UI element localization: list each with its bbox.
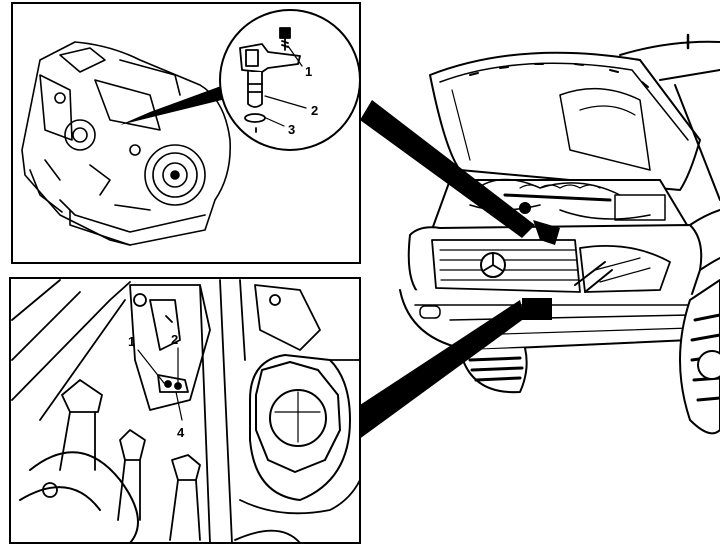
pointer-beam-upper xyxy=(360,100,560,245)
bottom-inset-panel: 1 2 4 xyxy=(9,277,361,544)
callout-1-top: 1 xyxy=(305,64,312,79)
target-marker-upper xyxy=(574,261,613,293)
transmission-unit xyxy=(21,41,232,246)
engine-bay xyxy=(429,178,691,236)
callout-3-top: 3 xyxy=(288,122,295,137)
right-wheel xyxy=(679,279,720,435)
magnified-sensor-detail: 1 2 3 xyxy=(219,9,361,151)
callout-1-bottom: 1 xyxy=(128,334,135,349)
callout-2-top: 2 xyxy=(311,103,318,118)
pointer-beam-lower xyxy=(358,298,552,440)
top-inset-panel: 1 2 3 xyxy=(11,2,361,264)
front-bumper xyxy=(399,289,707,351)
engine-closeup xyxy=(11,279,361,544)
van-cab xyxy=(559,33,720,201)
callout-2-bottom: 2 xyxy=(171,332,178,347)
callout-4-bottom: 4 xyxy=(177,425,185,440)
left-wheel xyxy=(459,347,528,394)
top-inset-pointer xyxy=(120,82,238,125)
front-fascia xyxy=(407,224,703,301)
